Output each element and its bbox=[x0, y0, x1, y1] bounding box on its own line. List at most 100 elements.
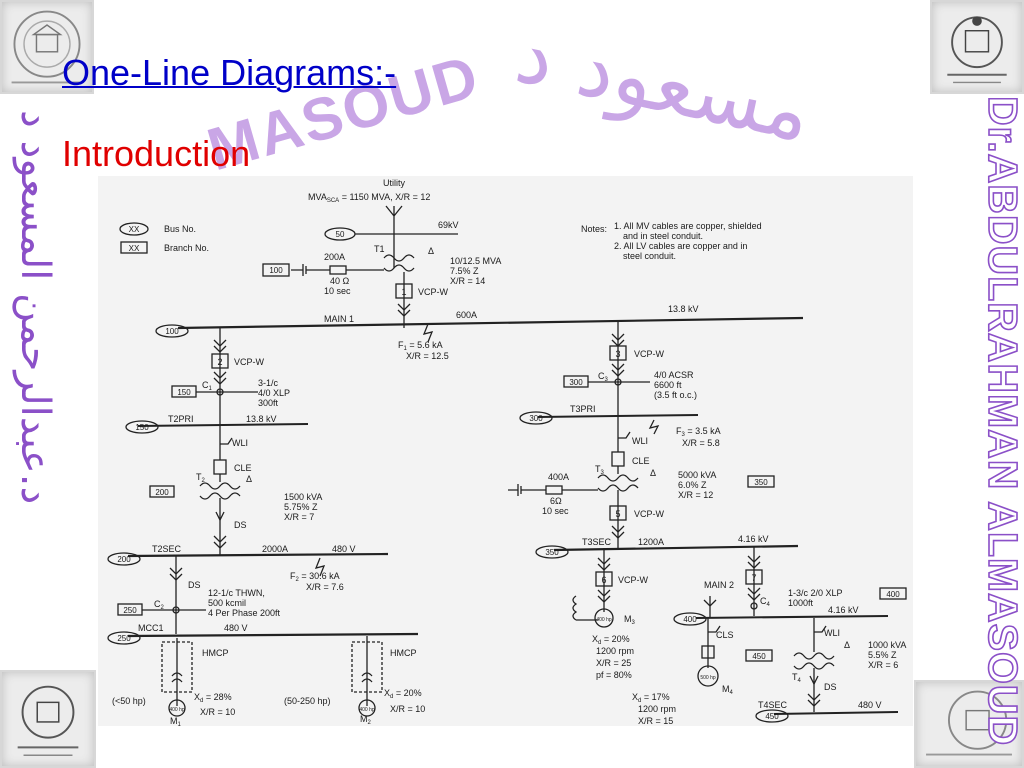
legend-branch-label: Branch No. bbox=[164, 243, 209, 253]
t1-rating-1: 10/12.5 MVA bbox=[450, 256, 501, 266]
t2-wli: WLI bbox=[232, 438, 248, 448]
motor-m1-xr: X/R = 10 bbox=[200, 707, 235, 717]
t4-rating-1: 1000 kVA bbox=[868, 640, 906, 650]
notes-heading: Notes: bbox=[581, 224, 607, 234]
t2-box bbox=[149, 485, 175, 498]
branch-6-box bbox=[595, 571, 613, 587]
motor-m1-name: M1 bbox=[170, 716, 182, 726]
bus-t3pri-name: T3PRI bbox=[570, 404, 596, 414]
cable-c4-box-text: 400 bbox=[886, 590, 900, 599]
motor-m3-glyph: 400 hp bbox=[596, 617, 612, 623]
bus-250-label: 250 bbox=[117, 634, 131, 643]
utility-rating: MVASCA = 1150 MVA, X/R = 12 bbox=[308, 192, 430, 204]
motor-m3-xd: Xd = 20% bbox=[592, 634, 630, 646]
watermark-right-vertical: Dr.ABDULRAHMAN ALMASOUD bbox=[979, 95, 1024, 747]
cable-c2-line-3: 4 Per Phase 200ft bbox=[208, 608, 281, 618]
bottom-left-logo bbox=[0, 670, 96, 768]
top-right-logo bbox=[930, 0, 1024, 94]
t3sec-name: T3SEC bbox=[582, 537, 612, 547]
motor-m3-xr: X/R = 25 bbox=[596, 658, 631, 668]
m2-hmcp: HMCP bbox=[390, 648, 417, 658]
legend-branch-symbol bbox=[120, 241, 148, 254]
t3sec-amps: 1200A bbox=[638, 537, 664, 547]
t1-rating-3: X/R = 14 bbox=[450, 276, 485, 286]
t2-box-text: 200 bbox=[155, 488, 169, 497]
branch-2-breaker: VCP-W bbox=[234, 357, 265, 367]
t1-resistor bbox=[329, 265, 347, 275]
t1-ground-box-text: 100 bbox=[269, 266, 283, 275]
branch-3-feeder: 3 VCP-W 300 C3 4/0 ACSR 6600 ft (3.5 ft … bbox=[519, 322, 721, 448]
t4-rating-3: X/R = 6 bbox=[868, 660, 898, 670]
bus-300-label: 300 bbox=[529, 414, 543, 423]
main-1-name: MAIN 1 bbox=[324, 314, 354, 324]
t4sec-name: T4SEC bbox=[758, 700, 788, 710]
branch-1-box bbox=[395, 283, 413, 299]
top-left-logo bbox=[0, 0, 94, 94]
slide-subtitle: Introduction bbox=[62, 133, 251, 174]
t1-rating-2: 7.5% Z bbox=[450, 266, 479, 276]
transformer-t1: T1 Δ 10/12.5 MVA 7.5% Z X/R = 14 100 200… bbox=[262, 244, 501, 328]
mcc1-kv: 480 V bbox=[224, 623, 248, 633]
motor-m1-hp: (<50 hp) bbox=[112, 696, 146, 706]
notes-line-2: and in steel conduit. bbox=[623, 231, 703, 241]
slide-title: One-Line Diagrams:- bbox=[62, 52, 397, 93]
motor-m2-xr: X/R = 10 bbox=[390, 704, 425, 714]
main-2-name: MAIN 2 bbox=[704, 580, 734, 590]
t1-ground-1: 200A bbox=[324, 252, 345, 262]
bus-300 bbox=[519, 411, 553, 425]
t3-name: T3 bbox=[595, 464, 605, 476]
motor-m2-icon bbox=[358, 699, 376, 717]
t4-delta: Δ bbox=[844, 640, 850, 650]
cable-c3-line-2: 6600 ft bbox=[654, 380, 682, 390]
motor-m4-glyph: 500 hp bbox=[700, 675, 716, 681]
transformer-t4: WLI Δ 450 1000 kVA 5.5% Z X/R = 6 T4 DS … bbox=[745, 618, 906, 723]
cable-c4-name: C4 bbox=[760, 596, 771, 608]
t2sec-amps: 2000A bbox=[262, 544, 288, 554]
cable-c2-box-text: 250 bbox=[123, 606, 137, 615]
branch-2-box bbox=[211, 353, 229, 369]
mcc1-bus: 250 MCC1 480 V HMCP 400 hp (<50 hp) Xd =… bbox=[107, 623, 425, 726]
cable-c1-line-1: 3-1/c bbox=[258, 378, 279, 388]
legend: XX Bus No. XX Branch No. bbox=[119, 222, 209, 254]
notes-line-3: 2. All LV cables are copper and in bbox=[614, 241, 747, 251]
t3-rating-3: X/R = 12 bbox=[678, 490, 713, 500]
bus-350-label: 350 bbox=[545, 548, 559, 557]
bus-100-label: 100 bbox=[165, 327, 179, 336]
motor-m2-name: M2 bbox=[360, 714, 372, 726]
branch-2-feeder: 2 VCP-W 150 C1 3-1/c 4/0 XLP 300ft 150 T… bbox=[125, 328, 309, 434]
utility-label: Utility bbox=[383, 178, 405, 188]
cable-c1-line-2: 4/0 XLP bbox=[258, 388, 290, 398]
t2sec-name: T2SEC bbox=[152, 544, 182, 554]
t3-ground-2: 6Ω bbox=[550, 496, 562, 506]
t3sec-bus: 350 T3SEC 1200A 4.16 kV bbox=[535, 534, 799, 559]
cable-c4-line-1: 1-3/c 2/0 XLP bbox=[788, 588, 843, 598]
fault-f3: F3 = 3.5 kA bbox=[676, 426, 721, 438]
t1-name: T1 bbox=[374, 244, 385, 254]
bus-t2pri-kv: 13.8 kV bbox=[246, 414, 277, 424]
cable-c3-line-1: 4/0 ACSR bbox=[654, 370, 694, 380]
motor-m3-rpm: 1200 rpm bbox=[596, 646, 634, 656]
branch-3-box bbox=[609, 345, 627, 361]
utility-kv: 69kV bbox=[438, 220, 459, 230]
t3-box bbox=[747, 475, 775, 488]
one-line-diagram: XX Bus No. XX Branch No. Notes: 1. All M… bbox=[98, 176, 913, 726]
branch-3-breaker: VCP-W bbox=[634, 349, 665, 359]
t2-rating-3: X/R = 7 bbox=[284, 512, 314, 522]
t2sec-ds: DS bbox=[188, 580, 201, 590]
bus-200 bbox=[107, 552, 141, 566]
bus-450 bbox=[755, 709, 789, 723]
bus-350 bbox=[535, 545, 569, 559]
cable-c3-name: C3 bbox=[598, 371, 609, 383]
notes-line-1: 1. All MV cables are copper, shielded bbox=[614, 221, 762, 231]
t4-name: T4 bbox=[792, 672, 802, 684]
watermark-left-vertical: د.عبدالرحمن المسعود د bbox=[0, 110, 58, 650]
fault-f2-xr: X/R = 7.6 bbox=[306, 582, 344, 592]
bus-400-label: 400 bbox=[683, 615, 697, 624]
motor-m1-xd: Xd = 28% bbox=[194, 692, 232, 704]
t4-wli: WLI bbox=[824, 628, 840, 638]
university-seal-icon bbox=[947, 16, 1007, 84]
bus-150-label: 150 bbox=[135, 423, 149, 432]
t3-ground-1: 400A bbox=[548, 472, 569, 482]
t4-box-text: 450 bbox=[752, 652, 766, 661]
